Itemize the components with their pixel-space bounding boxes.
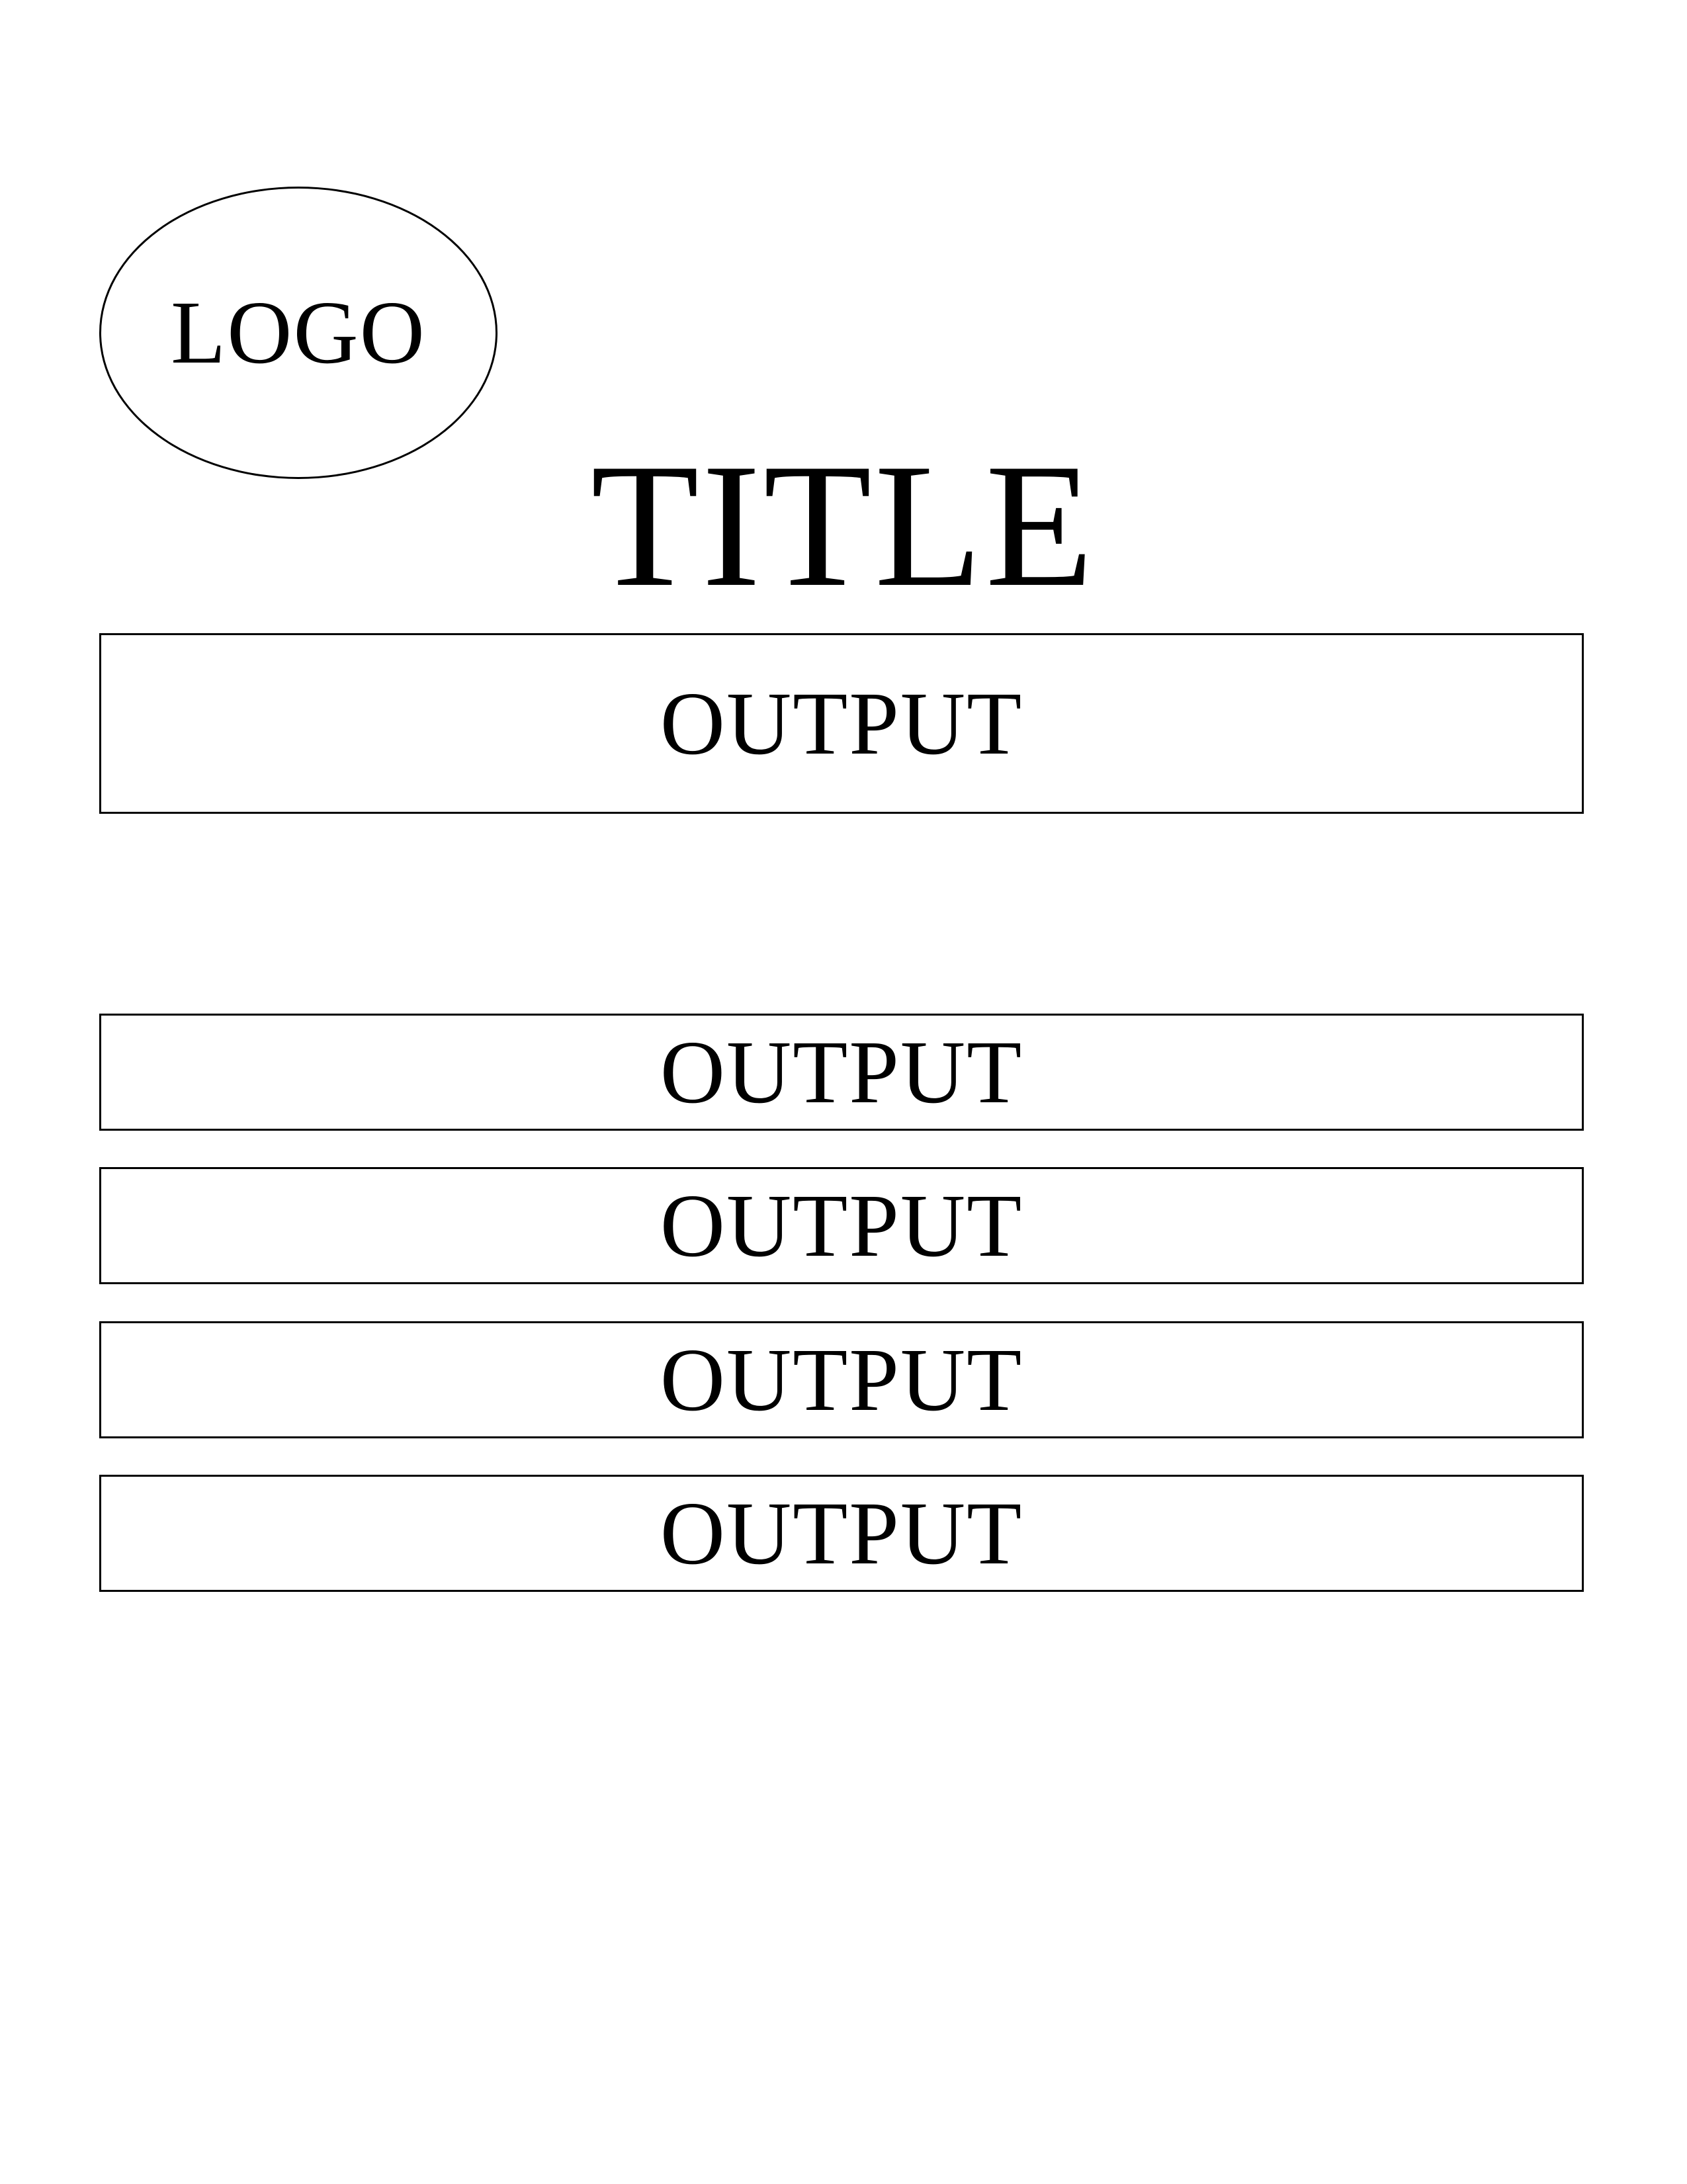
page-title: TITLE [590, 427, 1097, 623]
logo-label: LOGO [171, 283, 426, 382]
output-label-3: OUTPUT [660, 1176, 1023, 1276]
logo-placeholder: LOGO [99, 187, 497, 479]
output-label-5: OUTPUT [660, 1483, 1023, 1583]
output-box-5: OUTPUT [99, 1475, 1584, 1592]
output-box-4: OUTPUT [99, 1321, 1584, 1438]
output-box-2: OUTPUT [99, 1014, 1584, 1131]
output-label-4: OUTPUT [660, 1330, 1023, 1430]
output-label-2: OUTPUT [660, 1022, 1023, 1122]
output-box-3: OUTPUT [99, 1167, 1584, 1284]
output-box-1: OUTPUT [99, 633, 1584, 814]
output-label-1: OUTPUT [660, 674, 1023, 773]
